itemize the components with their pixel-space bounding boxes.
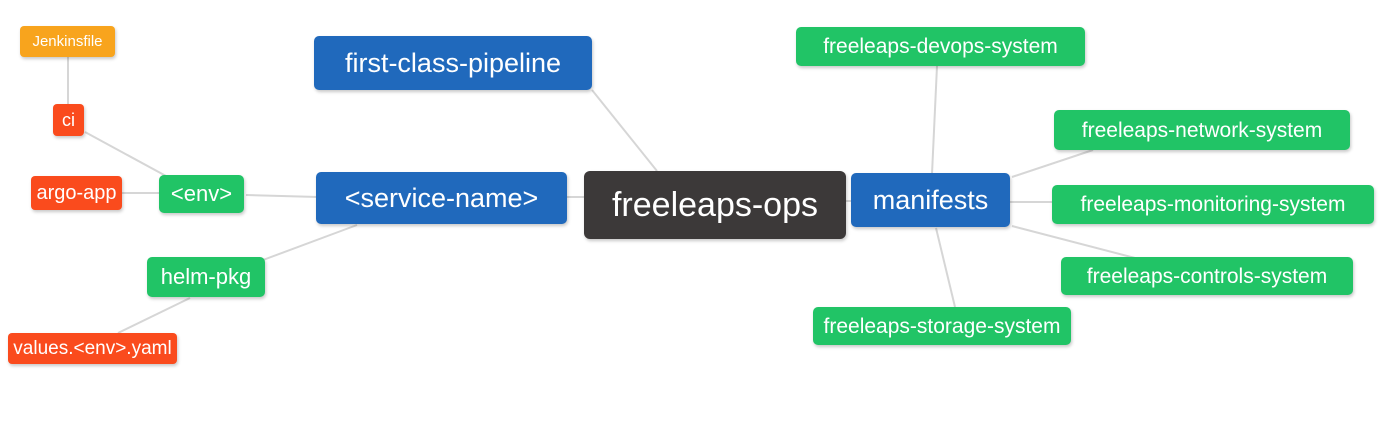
node-jenkinsfile[interactable]: Jenkinsfile [20,26,115,57]
edge-pipeline-ops [591,89,658,172]
node-env[interactable]: <env> [159,175,244,213]
node-freeleaps-devops-system[interactable]: freeleaps-devops-system [796,27,1085,66]
node-argo-app[interactable]: argo-app [31,176,122,210]
node-freeleaps-storage-system[interactable]: freeleaps-storage-system [813,307,1071,345]
node-values-env-yaml[interactable]: values.<env>.yaml [8,333,177,364]
edge-ci-env [84,131,167,177]
edge-env-service-name [245,194,319,198]
node-manifests[interactable]: manifests [851,173,1010,227]
node-ci[interactable]: ci [53,104,84,136]
edge-manifests-devops [931,65,938,175]
edge-manifests-controls [1011,225,1136,259]
edge-values-helm-pkg [117,297,191,334]
node-freeleaps-ops[interactable]: freeleaps-ops [584,171,846,239]
node-helm-pkg[interactable]: helm-pkg [147,257,265,297]
node-freeleaps-network-system[interactable]: freeleaps-network-system [1054,110,1350,150]
node-freeleaps-monitoring-system[interactable]: freeleaps-monitoring-system [1052,185,1374,224]
edge-helm-pkg-service-name [262,224,358,261]
node-service-name[interactable]: <service-name> [316,172,567,224]
node-first-class-pipeline[interactable]: first-class-pipeline [314,36,592,90]
node-freeleaps-controls-system[interactable]: freeleaps-controls-system [1061,257,1353,295]
edge-manifests-network [1011,149,1094,178]
edge-manifests-storage [935,227,956,308]
